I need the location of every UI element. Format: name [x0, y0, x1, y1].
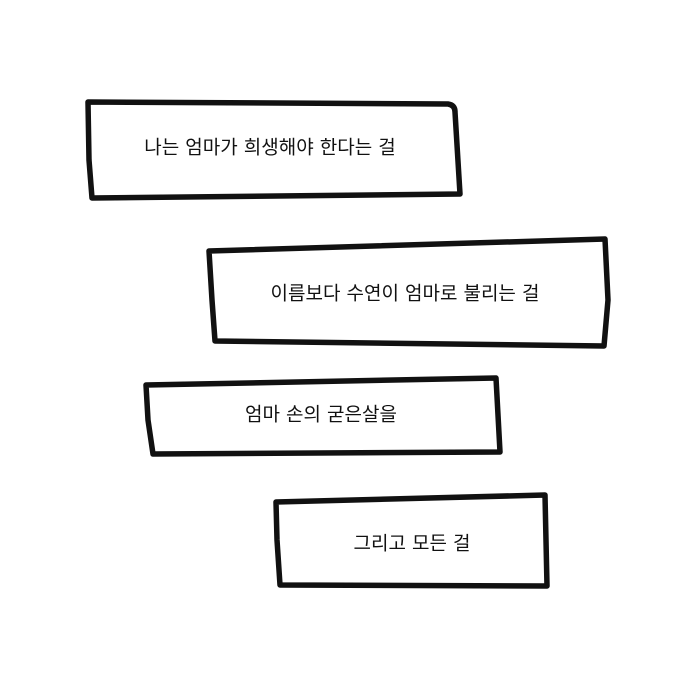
- caption-box-3: 엄마 손의 굳은살을: [143, 375, 503, 457]
- caption-box-3-outline: [143, 375, 503, 457]
- caption-text-2: 이름보다 수연이 엄마로 불리는 걸: [271, 283, 540, 305]
- caption-text-1: 나는 엄마가 희생해야 한다는 걸: [144, 137, 395, 159]
- caption-box-1: 나는 엄마가 희생해야 한다는 걸: [85, 99, 463, 201]
- caption-text-4: 그리고 모든 걸: [354, 533, 471, 555]
- caption-box-2: 이름보다 수연이 엄마로 불리는 걸: [206, 236, 611, 349]
- caption-box-4-outline: [273, 492, 550, 589]
- caption-box-2-outline: [206, 236, 611, 349]
- caption-box-4: 그리고 모든 걸: [273, 492, 550, 589]
- caption-box-1-outline: [85, 99, 463, 201]
- caption-text-3: 엄마 손의 굳은살을: [245, 404, 397, 426]
